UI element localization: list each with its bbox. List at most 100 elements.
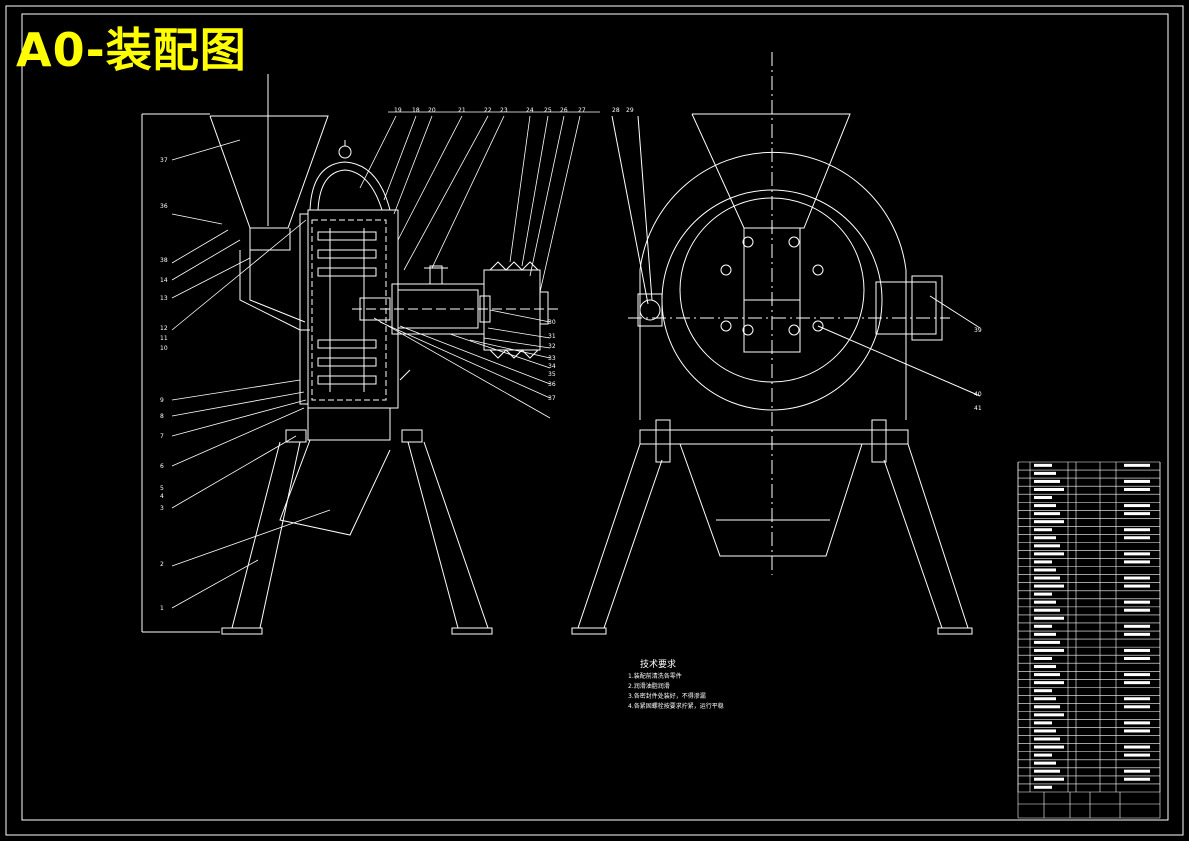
front-view: [571, 52, 981, 635]
table-cell-text: [1124, 479, 1150, 483]
table-cell-text: [1124, 632, 1150, 636]
balloon-left: 3: [160, 505, 164, 512]
table-cell-text: [1124, 552, 1150, 556]
balloon-top: 22: [484, 107, 492, 114]
note-item: 4.各紧固螺栓按要求拧紧，运行平稳: [628, 703, 724, 710]
table-cell-text: [1124, 504, 1150, 508]
balloon-top: 23: [500, 107, 508, 114]
table-cell-text: [1034, 737, 1060, 741]
table-cell-text: [1034, 665, 1056, 669]
balloon-right: 35: [548, 371, 556, 378]
parts-list-table: [1017, 461, 1161, 819]
balloon-left: 4: [160, 493, 164, 500]
balloon-right: 40: [974, 391, 982, 398]
table-cell-text: [1124, 657, 1150, 660]
table-cell-text: [1034, 721, 1052, 725]
table-cell-text: [1034, 479, 1060, 483]
table-cell-text: [1124, 584, 1150, 588]
balloon-top: 29: [626, 107, 634, 114]
table-cell-text: [1034, 640, 1060, 644]
balloon-left: 8: [160, 413, 164, 420]
table-cell-text: [1034, 673, 1060, 677]
table-cell-text: [1034, 705, 1060, 709]
balloon-left: 2: [160, 561, 164, 568]
table-cell-text: [1034, 632, 1056, 636]
table-cell-text: [1124, 721, 1150, 725]
balloon-left: 6: [160, 463, 164, 470]
table-cell-text: [1034, 697, 1056, 701]
table-cell-text: [1124, 608, 1150, 612]
table-cell-text: [1124, 536, 1150, 540]
balloon-left: 37: [160, 157, 168, 164]
inner-border: [21, 13, 1169, 821]
table-cell-text: [1124, 576, 1150, 580]
table-cell-text: [1034, 769, 1060, 773]
balloon-right: 31: [548, 333, 556, 340]
table-cell-text: [1034, 648, 1064, 652]
balloon-left: 36: [160, 203, 168, 210]
table-cell-text: [1034, 568, 1056, 572]
table-cell-text: [1124, 600, 1150, 604]
balloon-top: 24: [526, 107, 534, 114]
table-cell-text: [1034, 544, 1060, 548]
balloon-right: 34: [548, 363, 556, 370]
balloon-right: 30: [548, 319, 556, 326]
table-cell-text: [1034, 536, 1056, 540]
table-cell-text: [1124, 528, 1150, 532]
table-cell-text: [1034, 487, 1064, 491]
note-item: 1.装配前清洗各零件: [628, 673, 682, 680]
table-cell-text: [1034, 608, 1060, 612]
balloon-left: 12: [160, 325, 168, 332]
page-title: A0-装配图: [16, 23, 247, 77]
table-cell-text: [1034, 584, 1064, 588]
technical-notes: 技术要求 1.装配前清洗各零件 2.润滑油脂润滑 3.各密封件处装好，不得渗漏 …: [628, 660, 724, 712]
table-cell-text: [1124, 560, 1150, 564]
table-cell-text: [1034, 552, 1064, 556]
balloon-top: 25: [544, 107, 552, 114]
balloon-left: 7: [160, 433, 164, 440]
balloon-right: 36: [548, 381, 556, 388]
table-cell-text: [1034, 600, 1056, 604]
table-cell-text: [1124, 729, 1150, 733]
balloon-right: 33: [548, 355, 556, 362]
table-cell-text: [1124, 487, 1150, 491]
table-cell-text: [1034, 504, 1056, 508]
table-cell-text: [1124, 624, 1150, 628]
notes-heading: 技术要求: [640, 660, 677, 670]
table-cell-text: [1124, 673, 1150, 677]
balloon-left: 9: [160, 397, 164, 404]
table-cell-text: [1124, 463, 1150, 467]
balloon-top: 20: [428, 107, 436, 114]
table-cell-text: [1034, 681, 1064, 685]
balloon-top: 28: [612, 107, 620, 114]
table-cell-text: [1034, 496, 1052, 500]
table-cell-text: [1124, 777, 1150, 781]
note-item: 3.各密封件处装好，不得渗漏: [628, 693, 706, 700]
table-cell-text: [1034, 753, 1052, 757]
table-cell-text: [1034, 689, 1052, 693]
balloon-labels: 19 18 20 21 22 23 24 25 26 27 28 29 37 3…: [160, 107, 982, 612]
table-cell-text: [1034, 471, 1056, 475]
outer-border: [5, 5, 1184, 836]
section-view: [141, 74, 560, 635]
balloon-left: 14: [160, 277, 168, 284]
table-cell-text: [1034, 463, 1052, 467]
balloon-top: 18: [412, 107, 420, 114]
table-cell-text: [1034, 713, 1064, 717]
table-cell-text: [1034, 528, 1052, 532]
leader-lines-left: [171, 111, 600, 609]
balloon-top: 27: [578, 107, 586, 114]
table-cell-text: [1034, 761, 1056, 765]
table-cell-text: [1034, 560, 1052, 564]
table-cell-text: [1034, 592, 1052, 596]
table-cell-text: [1034, 777, 1064, 781]
balloon-right: 37: [548, 395, 556, 402]
balloon-top: 19: [394, 107, 402, 114]
balloon-top: 26: [560, 107, 568, 114]
balloon-left: 38: [160, 257, 168, 264]
table-cell-text: [1124, 648, 1150, 652]
balloon-left: 11: [160, 335, 168, 342]
balloon-right: 41: [974, 405, 982, 412]
